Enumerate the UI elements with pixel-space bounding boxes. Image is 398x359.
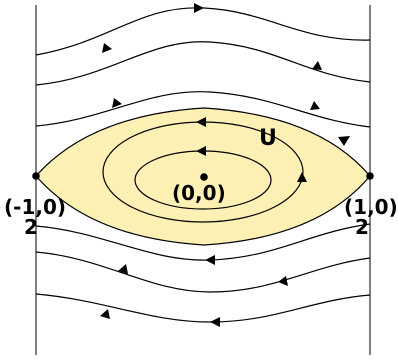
arrow-inner-orbit-top (196, 146, 206, 156)
right-point-open: ( (344, 195, 353, 219)
top-streamline (35, 7, 371, 56)
left-point-open: (- (4, 195, 21, 219)
mid-upper-streamline (35, 91, 371, 128)
arrow-middle-orbit-right (297, 172, 307, 182)
center-point-label: (0,0) (172, 181, 226, 205)
right-point-denominator: 2 (355, 215, 369, 239)
arrow-middle-orbit-top (196, 117, 206, 127)
left-point-denominator: 2 (24, 215, 38, 239)
arrow-upper-streamline-right (312, 61, 322, 70)
bottom-streamline (35, 293, 371, 323)
arrow-lower-streamline-left (118, 264, 128, 274)
upper-streamline (35, 41, 371, 86)
right-point-marker (366, 172, 374, 180)
arrow-mid-lower-streamline (205, 255, 215, 265)
lower-streamline (35, 251, 371, 293)
arrow-bottom-streamline-left (100, 309, 110, 319)
left-point-label: (-1,0) (4, 195, 66, 219)
left-point-numerator: 1 (21, 195, 35, 219)
arrow-lower-streamline-right (278, 276, 288, 286)
arrow-mid-upper-streamline-left (112, 98, 122, 108)
right-point-tail: ,0) (367, 195, 398, 219)
arrow-top-streamline (194, 3, 204, 13)
right-point-label: (1,0) (344, 195, 398, 219)
center-point-marker (200, 173, 208, 181)
arrow-mid-upper-streamline-right (310, 101, 320, 110)
right-point-numerator: 1 (353, 195, 367, 219)
arrow-region-boundary-right (338, 136, 350, 146)
left-point-marker (32, 172, 40, 180)
region-u-label: U (259, 126, 277, 151)
arrow-bottom-streamline-mid (210, 317, 220, 327)
left-point-tail: ,0) (35, 195, 66, 219)
arrow-upper-streamline-left (102, 43, 112, 53)
